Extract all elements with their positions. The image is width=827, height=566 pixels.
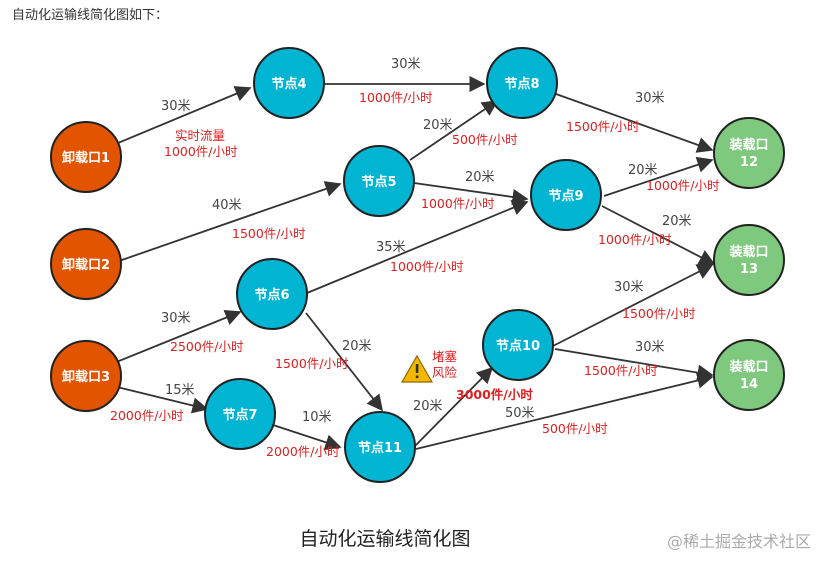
label-node-11: 节点11 — [358, 440, 402, 456]
distance-n9-l13: 20米 — [662, 214, 692, 229]
node-unload-1 — [50, 121, 122, 193]
distance-n6-n9: 35米 — [376, 240, 406, 255]
label-unload-3: 卸载口3 — [62, 369, 110, 385]
label-unload-1: 卸载口1 — [62, 150, 110, 166]
distance-n7-n11: 10米 — [302, 410, 332, 425]
flow-n6-n9: 1000件/小时 — [390, 259, 464, 274]
distance-n5-n8: 20米 — [423, 118, 453, 133]
risk-label-line1: 堵塞 — [432, 349, 458, 364]
edge-u3-n7 — [116, 386, 209, 414]
flow-n5-n9: 1000件/小时 — [421, 196, 495, 211]
edge-n9-l13 — [601, 205, 716, 265]
risk-label-line2: 风险 — [432, 365, 458, 380]
node-7 — [204, 378, 276, 450]
edge-u3-n6 — [113, 309, 242, 364]
intro-text: 自动化运输线简化图如下： — [12, 8, 169, 23]
label-load-13-title: 装载口 — [728, 244, 768, 260]
node-10 — [482, 309, 554, 381]
distance-n10-l13: 30米 — [614, 280, 644, 295]
edge-n5-n9 — [413, 182, 529, 205]
warning-icon — [400, 354, 434, 383]
node-load-13 — [713, 224, 785, 296]
label-load-12-title: 装载口 — [728, 137, 768, 153]
node-8 — [486, 47, 558, 119]
edge-u1-n4 — [117, 86, 252, 144]
flow-u1-n4: 1000件/小时 — [164, 144, 238, 159]
flow-n11-l14: 500件/小时 — [542, 421, 608, 436]
flow-u3-n6: 2500件/小时 — [170, 339, 244, 354]
distance-u1-n4: 30米 — [161, 99, 191, 114]
node-11 — [344, 411, 416, 483]
edge-n5-n8 — [409, 100, 499, 161]
edge-n8-l12 — [555, 93, 714, 153]
distance-n4-n8: 30米 — [391, 57, 421, 72]
distance-n11-n10: 20米 — [413, 399, 443, 414]
edge-n10-l13 — [552, 264, 714, 347]
diagram-caption: 自动化运输线简化图 — [299, 528, 471, 550]
flow-n7-n11: 2000件/小时 — [266, 444, 340, 459]
edge-u2-n5 — [118, 181, 342, 262]
label-node-9: 节点9 — [548, 188, 583, 204]
edge-n10-l14 — [554, 348, 714, 381]
node-4 — [253, 47, 325, 119]
flow-n6-n11: 1500件/小时 — [275, 356, 349, 371]
node-unload-2 — [50, 228, 122, 300]
transport-diagram: 卸载口1 卸载口2 卸载口3 节点4 节点5 节点6 节点7 节点8 节点9 节… — [50, 47, 785, 483]
distance-u3-n6: 30米 — [161, 311, 191, 326]
label-node-5: 节点5 — [361, 174, 396, 190]
watermark: @稀土掘金技术社区 — [666, 532, 811, 551]
edge-n9-l12 — [603, 156, 714, 197]
distance-u3-n7: 15米 — [165, 383, 195, 398]
distance-u2-n5: 40米 — [212, 198, 242, 213]
flow-n8-l12: 1500件/小时 — [566, 119, 640, 134]
distance-n11-l14: 50米 — [505, 406, 535, 421]
label-node-8: 节点8 — [504, 76, 539, 92]
flow-u2-n5: 1500件/小时 — [232, 226, 306, 241]
edge-n11-n10 — [413, 366, 494, 448]
label-load-13-number: 13 — [740, 262, 758, 277]
node-load-12 — [713, 117, 785, 189]
flow-n9-l12: 1000件/小时 — [646, 178, 720, 193]
node-5 — [343, 145, 415, 217]
flow-n10-l14: 1500件/小时 — [584, 363, 658, 378]
flow-title-u1-n4: 实时流量 — [175, 128, 225, 143]
distance-n5-n9: 20米 — [465, 170, 495, 185]
label-load-14-number: 14 — [740, 377, 758, 392]
label-node-7: 节点7 — [222, 407, 257, 423]
edge-n6-n11 — [305, 312, 383, 412]
distance-n8-l12: 30米 — [635, 91, 665, 106]
label-node-6: 节点6 — [254, 287, 289, 303]
node-unload-3 — [50, 340, 122, 412]
distance-n9-l12: 20米 — [628, 163, 658, 178]
edge-n11-l14 — [415, 372, 714, 450]
distance-n10-l14: 30米 — [635, 340, 665, 355]
label-load-12-number: 12 — [740, 155, 758, 170]
flow-n11-n10: 3000件/小时 — [456, 387, 533, 402]
node-load-14 — [713, 339, 785, 411]
label-unload-2: 卸载口2 — [62, 257, 110, 273]
flow-n5-n8: 500件/小时 — [452, 132, 518, 147]
flow-n10-l13: 1500件/小时 — [622, 306, 696, 321]
flow-u3-n7: 2000件/小时 — [110, 408, 184, 423]
edge-n6-n9 — [306, 200, 529, 294]
label-node-10: 节点10 — [496, 338, 540, 354]
node-9 — [530, 159, 602, 231]
distance-n6-n11: 20米 — [342, 339, 372, 354]
label-node-4: 节点4 — [271, 76, 306, 92]
flow-n4-n8: 1000件/小时 — [359, 90, 433, 105]
flow-n9-l13: 1000件/小时 — [598, 232, 672, 247]
node-6 — [236, 258, 308, 330]
label-load-14-title: 装载口 — [728, 359, 768, 375]
edge-n7-n11 — [269, 423, 342, 451]
